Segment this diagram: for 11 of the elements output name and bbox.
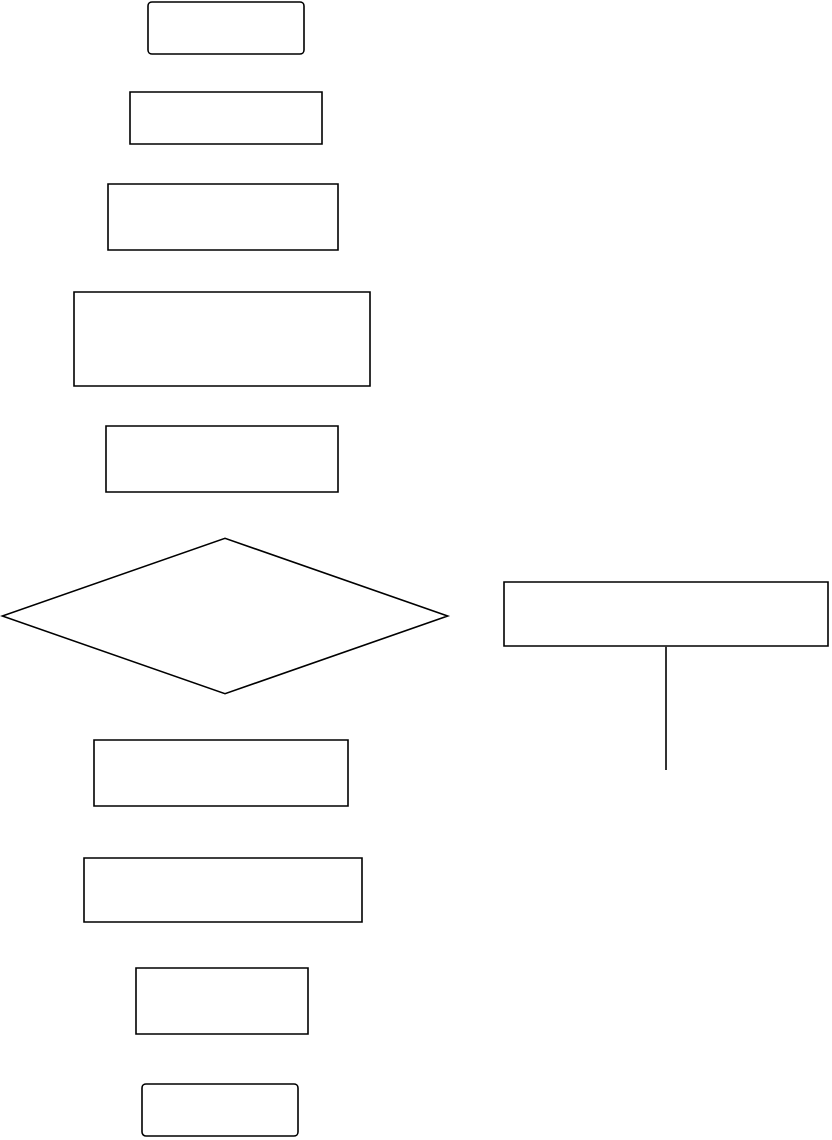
connector-line [665,646,667,771]
process-box [503,581,829,647]
terminal-box [141,1083,299,1137]
process-box [73,291,371,387]
process-box [93,739,349,807]
process-box [105,425,339,493]
process-box [107,183,339,251]
process-box [129,91,323,145]
process-box [135,967,309,1035]
process-box [83,857,363,923]
terminal-box [147,1,305,55]
